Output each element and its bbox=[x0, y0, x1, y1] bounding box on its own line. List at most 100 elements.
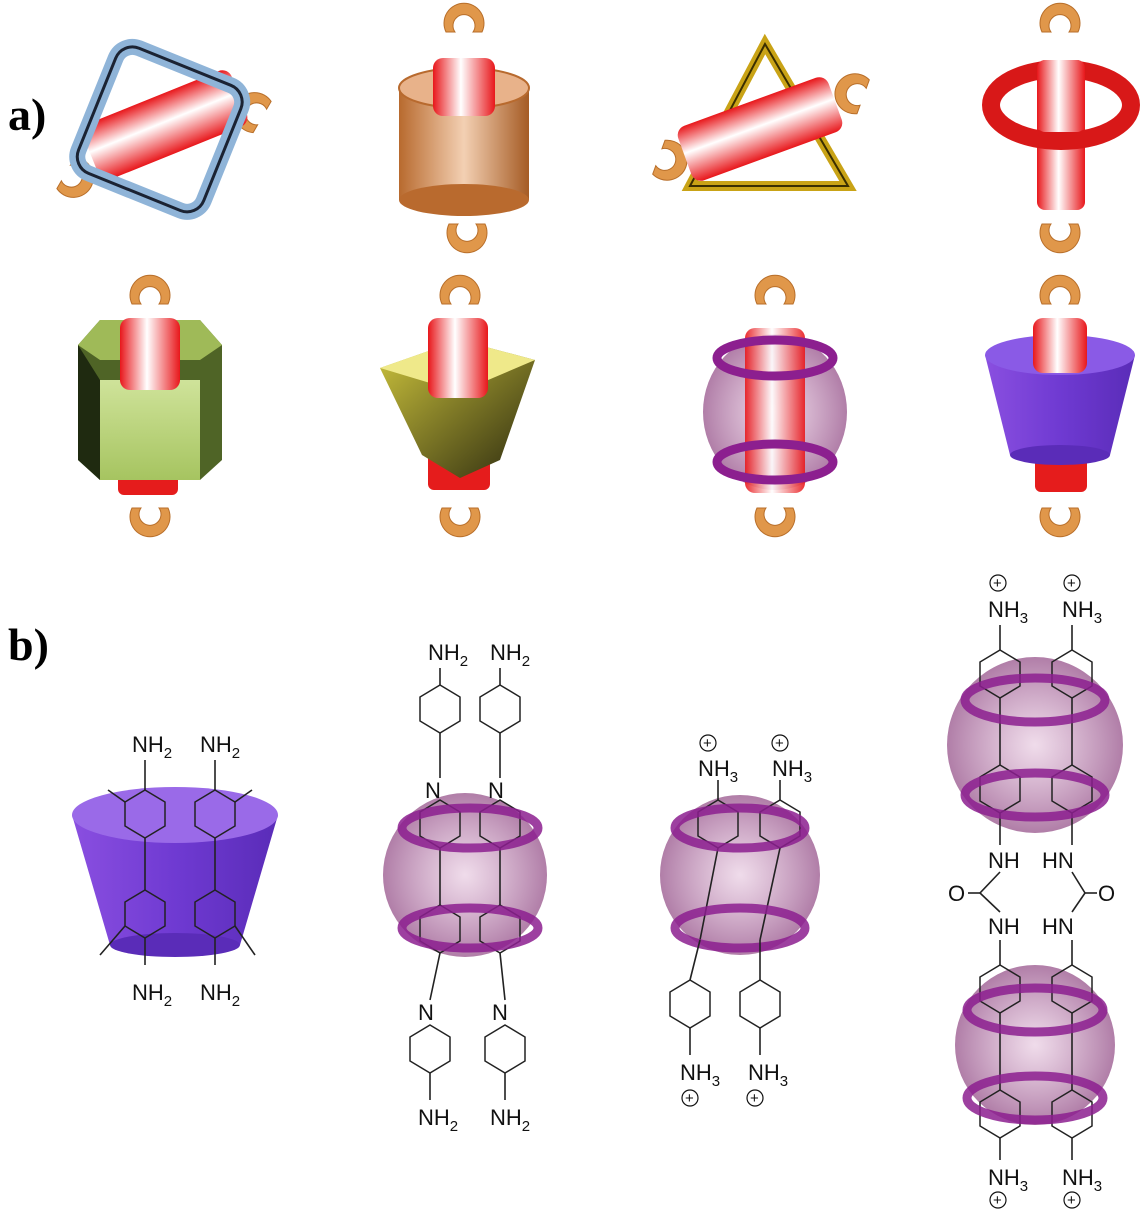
amine-label: NH2 bbox=[490, 640, 530, 670]
bond bbox=[979, 892, 1001, 913]
carbonyl-o-label: O bbox=[948, 881, 965, 906]
axle bbox=[428, 318, 488, 398]
axle bbox=[433, 58, 495, 116]
pyridinium-n-label: N bbox=[425, 778, 441, 803]
pyridinium-n-label: N bbox=[488, 778, 504, 803]
pyridinium-n-label: N bbox=[418, 1000, 434, 1025]
stopper-icon bbox=[443, 2, 485, 33]
portal-bottom bbox=[670, 903, 810, 953]
plus-sign: + bbox=[703, 735, 712, 752]
bond bbox=[107, 789, 126, 803]
bond bbox=[1071, 871, 1086, 894]
stopper-icon bbox=[439, 274, 481, 305]
ammonium-charge: + bbox=[989, 1191, 1007, 1209]
portal-top bbox=[712, 335, 838, 381]
ammonium-label: NH3 bbox=[772, 756, 812, 786]
hn-label: HN bbox=[1042, 914, 1074, 939]
bond bbox=[429, 952, 441, 1001]
cb-pyridinium-complex: NH2 NH2 N N N N NH2 NH2 bbox=[383, 640, 547, 1135]
bond bbox=[99, 925, 126, 956]
nh-label: NH bbox=[988, 914, 1020, 939]
stopper-icon bbox=[754, 507, 796, 538]
portal-top bbox=[397, 803, 543, 853]
stopper-icon bbox=[1039, 507, 1081, 538]
cd-bottom bbox=[110, 933, 240, 957]
amine-label: NH2 bbox=[200, 980, 240, 1010]
bond bbox=[234, 789, 253, 803]
benzene-ring bbox=[419, 684, 461, 734]
amine-label: NH2 bbox=[490, 1105, 530, 1135]
ammonium-label: NH3 bbox=[1062, 597, 1102, 627]
bond bbox=[499, 952, 506, 1001]
bond bbox=[979, 871, 1001, 894]
axle bbox=[677, 77, 843, 181]
ammonium-label: NH3 bbox=[988, 597, 1028, 627]
amine-label: NH2 bbox=[132, 980, 172, 1010]
portal-bottom bbox=[712, 439, 838, 485]
bis-cb-urea-complex: NH HN O O NH HN + + NH3 NH3 NH3 NH3 bbox=[947, 574, 1123, 1209]
plus-sign: + bbox=[1067, 1192, 1076, 1209]
stopper-icon bbox=[446, 223, 488, 254]
hn-label: HN bbox=[1042, 848, 1074, 873]
plus-sign: + bbox=[993, 575, 1002, 592]
square-ring-outline bbox=[75, 45, 244, 214]
hex-prism-front bbox=[100, 380, 200, 480]
ammonium-charge: + bbox=[681, 1089, 699, 1107]
plus-sign: + bbox=[1067, 575, 1076, 592]
axle bbox=[745, 328, 805, 493]
cyclodextrin-rotaxane bbox=[985, 274, 1135, 538]
stopper-icon bbox=[129, 274, 171, 305]
cb-barrel-top bbox=[947, 657, 1123, 833]
ammonium-label: NH3 bbox=[1062, 1165, 1102, 1195]
bond bbox=[1071, 892, 1086, 913]
cb-ammonium-complex: + + NH3 NH3 NH3 NH3 + + bbox=[660, 734, 820, 1107]
ammonium-charge: + bbox=[746, 1089, 764, 1107]
ammonium-charge: + bbox=[699, 734, 717, 752]
portal-top bbox=[960, 673, 1110, 727]
ammonium-label: NH3 bbox=[748, 1060, 788, 1090]
pyridine-ring bbox=[409, 1024, 451, 1074]
axle bbox=[120, 318, 180, 390]
plus-sign: + bbox=[750, 1090, 759, 1107]
cylinder-bottom bbox=[399, 184, 529, 216]
amine-label: NH2 bbox=[200, 732, 240, 762]
torus-rotaxane bbox=[982, 2, 1140, 254]
square-ring-rotaxane bbox=[55, 38, 273, 220]
amine-label: NH2 bbox=[428, 640, 468, 670]
ammonium-charge: + bbox=[1063, 574, 1081, 592]
stopper-icon bbox=[754, 274, 796, 305]
pyridinium-n-label: N bbox=[492, 1000, 508, 1025]
plus-sign: + bbox=[685, 1090, 694, 1107]
cyclodextrin-cone bbox=[985, 355, 1135, 455]
panel-label-b: b) bbox=[8, 619, 49, 670]
stopper-icon bbox=[1039, 223, 1081, 254]
amine-label: NH2 bbox=[418, 1105, 458, 1135]
axle-front bbox=[1037, 60, 1085, 132]
portal-top bbox=[670, 803, 810, 853]
ammonium-charge: + bbox=[771, 734, 789, 752]
cd-biphenyl-complex: NH2 NH2 NH2 NH2 bbox=[72, 732, 278, 1010]
amine-label: NH2 bbox=[132, 732, 172, 762]
ammonium-charge: + bbox=[1063, 1191, 1081, 1209]
benzene-ring bbox=[739, 979, 781, 1029]
cucurbituril-rotaxane bbox=[703, 274, 847, 538]
portal-bottom bbox=[962, 1071, 1108, 1125]
axle bbox=[82, 70, 248, 180]
panel-label-a: a) bbox=[8, 89, 46, 140]
stopper-icon bbox=[1039, 274, 1081, 305]
pyridine-ring bbox=[484, 1024, 526, 1074]
bond bbox=[699, 847, 719, 941]
cd-cone bbox=[72, 815, 278, 945]
cb-barrel-bottom bbox=[955, 965, 1115, 1125]
trough-rotaxane bbox=[380, 274, 535, 538]
hexagon-rotaxane bbox=[78, 274, 222, 538]
axle bbox=[1033, 318, 1087, 373]
stopper-icon bbox=[1039, 2, 1081, 33]
ammonium-charge: + bbox=[989, 574, 1007, 592]
stopper-icon bbox=[439, 507, 481, 538]
bond bbox=[689, 939, 701, 981]
bond bbox=[234, 925, 256, 956]
cylinder-rotaxane bbox=[398, 2, 530, 254]
bond bbox=[759, 847, 781, 941]
nh-label: NH bbox=[988, 848, 1020, 873]
